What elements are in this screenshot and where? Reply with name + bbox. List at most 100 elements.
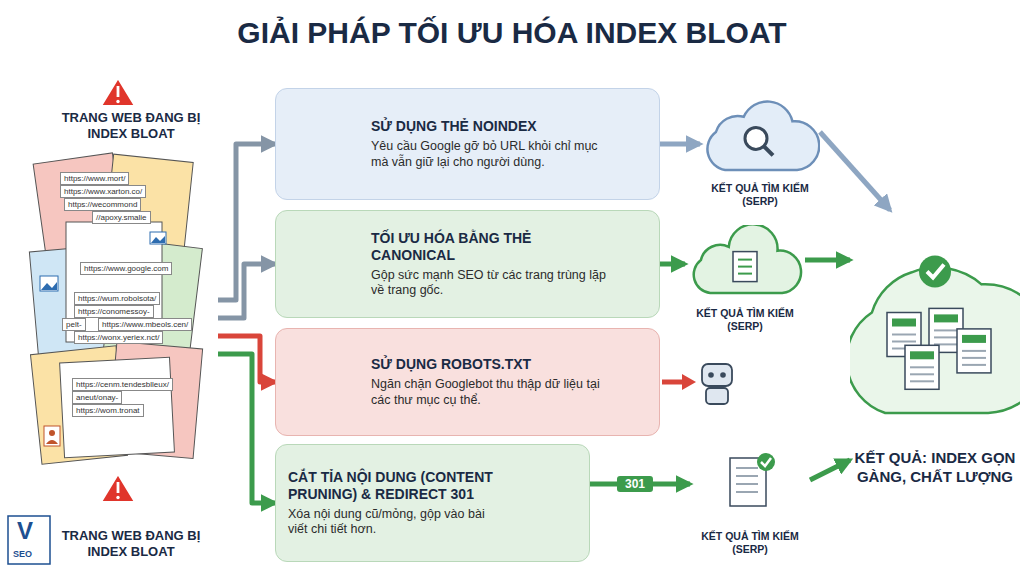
photo-icon-part xyxy=(40,276,58,291)
photo-icon-part xyxy=(41,282,57,290)
photo-icon-part xyxy=(150,232,166,244)
photo-icon-part xyxy=(151,236,165,243)
logo-frame-part xyxy=(8,516,50,564)
flow-arrow xyxy=(660,262,685,267)
blocked-robot-icon-part xyxy=(662,380,684,385)
blocked-robot-icon-part xyxy=(706,388,728,404)
icon-part xyxy=(745,127,767,149)
flow-arrow xyxy=(218,264,275,318)
icon-part xyxy=(733,252,757,282)
result-caption: KẾT QUẢ TÌM KIẾM (SERP) xyxy=(703,182,817,208)
icon-part xyxy=(919,256,951,288)
icon-part xyxy=(962,364,986,366)
page-stack-part xyxy=(60,357,175,458)
band-heading: SỬ DỤNG THẺ NOINDEX xyxy=(371,118,606,135)
cloud-shape xyxy=(685,225,805,295)
icon-part xyxy=(927,265,944,278)
url-slip: aneut/onay- xyxy=(72,391,122,404)
icon-part xyxy=(892,334,916,336)
result-caption: KẾT QUẢ TÌM KIẾM (SERP) xyxy=(688,307,802,333)
icon-part xyxy=(738,266,752,268)
result-cloud: KẾT QUẢ: INDEX GỌN GÀNG, CHẤT LƯỢNG xyxy=(850,210,1020,490)
url-slip: https://www.xarton.co/ xyxy=(60,185,146,198)
url-slip: https://wum.robolsota/ xyxy=(74,292,160,305)
icon-part xyxy=(761,458,771,466)
icon-part xyxy=(910,380,934,382)
serp-cloud: KẾT QUẢ TÌM KIẾM (SERP) xyxy=(685,225,805,337)
icon-part xyxy=(736,491,758,493)
solution-band: TỐI ƯU HÓA BẰNG THẺ CANONICAL Gộp sức mạn… xyxy=(275,210,660,318)
warning-icon xyxy=(101,474,135,502)
flow-arrow xyxy=(820,132,890,210)
photo-icon-part xyxy=(49,430,55,436)
blocked-robot-icon-part xyxy=(720,372,726,378)
warning-icon-part xyxy=(116,496,119,499)
warning-caption: TRANG WEB ĐANG BỊ INDEX BLOAT xyxy=(56,110,206,142)
cloud-outline xyxy=(694,225,801,293)
icon-part xyxy=(736,467,758,469)
flow-arrow xyxy=(660,142,700,147)
blocked-robot-icon-part xyxy=(708,372,714,378)
band-description: Yêu cầu Google gỡ bỏ URL khỏi chỉ mục mà… xyxy=(371,139,606,170)
serp-result: KẾT QUẢ TÌM KIẾM (SERP) xyxy=(690,452,810,560)
solution-band: SỬ DỤNG THẺ NOINDEX Yêu cầu Google gỡ bỏ … xyxy=(275,88,660,200)
edge-label: 301 xyxy=(617,476,653,492)
page-stack xyxy=(29,153,202,464)
url-slip: https://wecommond xyxy=(64,198,141,211)
flow-arrow xyxy=(218,336,275,382)
url-slip: https://wom.tronat xyxy=(72,404,144,417)
band-heading: SỬ DỤNG ROBOTS.TXT xyxy=(371,356,606,373)
url-slip: //apoxy.smalie xyxy=(92,211,151,224)
icon-part xyxy=(736,475,758,477)
band-heading: CẮT TỈA NỘI DUNG (CONTENT PRUNING) & RED… xyxy=(288,469,500,503)
blocked-robot-icon-part xyxy=(702,364,732,386)
icon-part xyxy=(892,341,916,343)
flow-arrow xyxy=(805,258,850,263)
icon-part xyxy=(738,259,752,261)
flow-arrow xyxy=(810,460,850,480)
icon-part xyxy=(910,366,934,368)
blocked-robot-icon-part xyxy=(682,374,696,390)
icon-part xyxy=(764,146,773,155)
icon-part xyxy=(905,345,939,389)
warning-icon-part xyxy=(101,474,135,502)
icon-part xyxy=(934,329,958,331)
solution-band: SỬ DỤNG ROBOTS.TXT Ngăn chặn Googlebot th… xyxy=(275,328,660,436)
url-slip: pelt- xyxy=(62,318,86,331)
icon-part xyxy=(962,350,986,352)
result-caption: KẾT QUẢ: INDEX GỌN GÀNG, CHẤT LƯỢNG xyxy=(853,449,1017,486)
serp-cloud: KẾT QUẢ TÌM KIẾM (SERP) xyxy=(700,92,820,212)
url-slip: https://www.google.com xyxy=(80,262,172,275)
diagram-title: GIẢI PHÁP TỐI ƯU HÓA INDEX BLOAT xyxy=(0,16,1024,50)
warning-icon-part xyxy=(116,100,119,103)
photo-icon-part xyxy=(46,440,58,444)
url-slip: https://www.mort/ xyxy=(60,172,129,185)
logo-text: V xyxy=(17,517,33,545)
icon-part xyxy=(892,319,916,327)
icon-part xyxy=(934,314,958,322)
url-slip: https://cenm.tendesblleux/ xyxy=(72,378,173,391)
url-slip: https://conomessoy- xyxy=(74,305,154,318)
cloud-shape xyxy=(850,210,1020,415)
warning-icon xyxy=(101,78,135,106)
warning-icon-part xyxy=(117,86,120,97)
band-description: Gộp sức mạnh SEO từ các trang trùng lặp … xyxy=(371,268,606,299)
cloud-shape xyxy=(700,92,820,172)
result-caption: KẾT QUẢ TÌM KIẾM (SERP) xyxy=(693,530,807,556)
icon-part xyxy=(757,453,775,471)
photo-icon-part xyxy=(44,426,60,446)
icon-part xyxy=(962,357,986,359)
band-heading: TỐI ƯU HÓA BẰNG THẺ CANONICAL xyxy=(371,230,606,264)
cloud-outline xyxy=(707,102,819,170)
logo-frame xyxy=(8,516,50,564)
icon-part xyxy=(910,373,934,375)
flow-arrow xyxy=(218,354,275,503)
solution-band: CẮT TỈA NỘI DUNG (CONTENT PRUNING) & RED… xyxy=(275,444,590,562)
band-description: Ngăn chặn Googlebot thu thập dữ liệu tại… xyxy=(371,377,606,408)
band-description: Xóa nội dung cũ/mỏng, gộp vào bài viết c… xyxy=(288,507,500,538)
icon-part xyxy=(957,329,991,373)
icon-part xyxy=(962,335,986,343)
url-slip: https://www.mbeols.cen/ xyxy=(98,318,192,331)
icon-part xyxy=(934,336,958,338)
